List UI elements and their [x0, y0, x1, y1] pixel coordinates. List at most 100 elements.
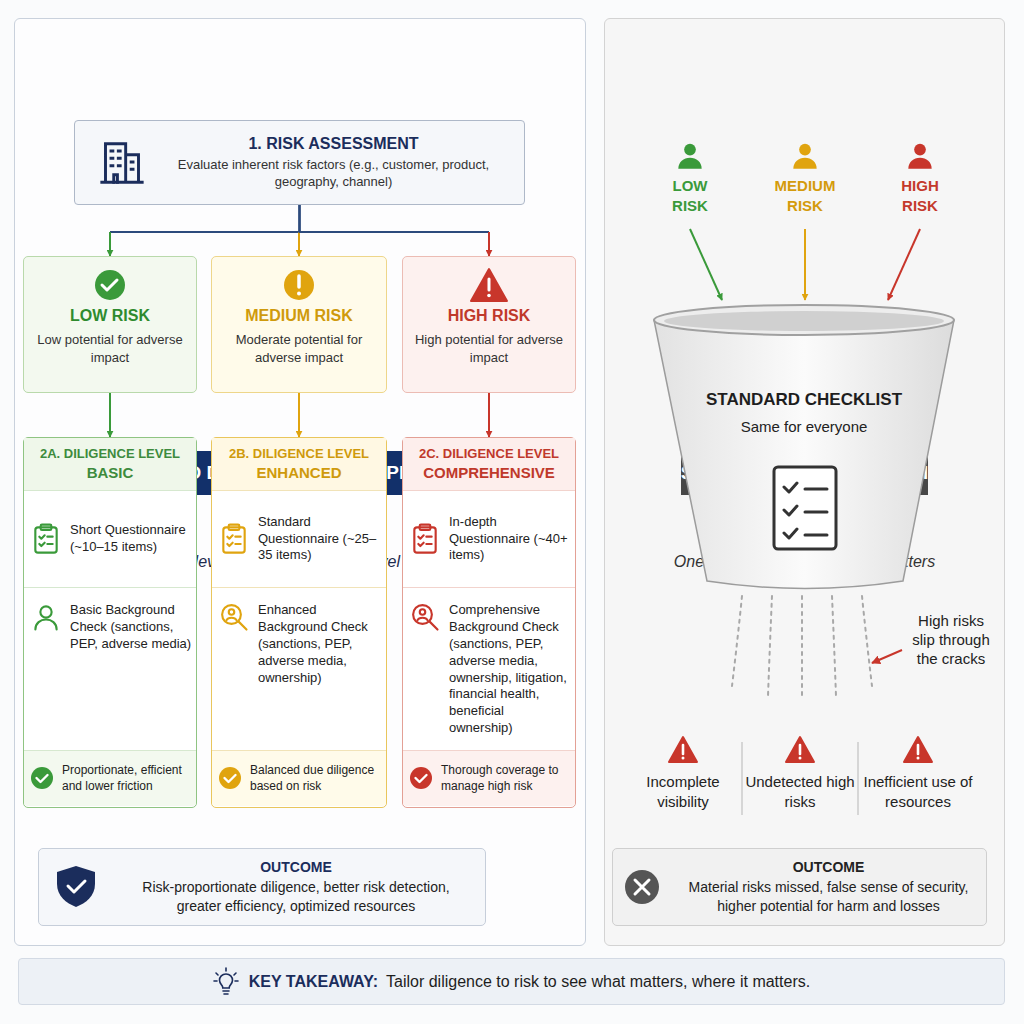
leak-illustration-part — [799, 745, 802, 754]
person-icon-part — [35, 606, 56, 629]
connector-trunk — [110, 205, 300, 232]
diligence-item: In-depth Questionnaire (~40+ items) — [403, 490, 575, 587]
connector-trunk — [300, 205, 490, 232]
connector-arrow — [888, 229, 920, 300]
leak-illustration-part — [682, 757, 685, 760]
node-heading: OUTCOME — [793, 859, 865, 875]
check-badge-part — [102, 280, 117, 290]
node-text: Short Questionnaire (~10–15 items) — [70, 522, 192, 556]
node-text: Low potential for adverse impact — [32, 331, 188, 366]
connector-arrow — [299, 205, 301, 256]
connector-line — [690, 229, 722, 300]
node-heading: HIGH RISK — [448, 307, 531, 325]
check-icon-part — [37, 775, 48, 782]
warning-badge-part — [488, 279, 491, 290]
outcome-box: OUTCOMEMaterial risks missed, false sens… — [612, 848, 987, 926]
diligence-item: Short Questionnaire (~10–15 items) — [24, 490, 196, 587]
leak-illustration-part — [862, 596, 872, 686]
warning-label: Inefficient use of resources — [863, 772, 973, 811]
leak-illustration-part — [682, 745, 685, 754]
node-text: One-size-fits-all misses what matters — [674, 553, 935, 571]
building-icon-part — [102, 144, 142, 183]
node-heading: MEDIUM RISK — [245, 307, 353, 325]
risk-box: HIGH RISK High potential for adverse impa… — [402, 256, 576, 393]
node-text: Basic Background Check (sanctions, PEP, … — [70, 602, 192, 653]
search-icon-part — [413, 605, 437, 629]
person-icon-part — [678, 144, 701, 169]
connector-line — [298, 232, 300, 256]
connector-line — [109, 232, 111, 256]
header-tint-part — [403, 438, 575, 490]
check-icon — [24, 750, 196, 806]
node-heading: 1. RISK ASSESSMENT — [248, 135, 418, 153]
connector-arrow — [690, 229, 722, 300]
warning-badge-part — [471, 269, 507, 301]
diligence-box: 2A. DILIGENCE LEVELBASICShort Questionna… — [23, 437, 197, 808]
check-badge — [23, 256, 197, 393]
connector-line — [298, 393, 300, 437]
benefit-row: Proportionate, efficient and lower frict… — [24, 750, 196, 806]
node-text: Evaluate inherent risk factors (e.g., cu… — [159, 157, 508, 191]
check-icon — [212, 750, 386, 806]
alert-badge — [211, 256, 387, 393]
bulb-icon-part — [219, 974, 232, 988]
leak-illustration-part — [742, 742, 858, 815]
alert-badge-part — [297, 276, 301, 287]
node-heading: KEY TAKEAWAY: — [249, 973, 378, 991]
risk-person: LOW RISK — [655, 140, 725, 225]
check-icon-part — [31, 767, 53, 789]
header-tint-part — [212, 438, 386, 490]
node-text: COMPREHENSIVE — [423, 464, 555, 481]
approach-panel: SINGLE, RIGID APPROACHOne-size-fits-all … — [604, 18, 1005, 946]
person-icon-part — [793, 144, 816, 169]
connector-line — [109, 393, 111, 437]
node-text: Standard Questionnaire (~25–35 items) — [258, 514, 382, 565]
shield-icon-part — [68, 881, 85, 892]
node-text: LOW RISK — [655, 176, 725, 215]
node-heading: 2B. DILIGENCE LEVEL — [229, 446, 369, 461]
node-text: Thorough coverage to manage high risk — [441, 763, 571, 794]
node-heading: STANDARD CHECKLIST — [706, 390, 902, 410]
check-icon-part — [416, 775, 427, 782]
leak-illustration-part — [801, 596, 803, 700]
diligence-box: 2C. DILIGENCE LEVEL COMPREHENSIVE In-depth… — [402, 437, 576, 808]
leak-illustration-part — [732, 596, 742, 686]
node-text: Same for everyone — [741, 418, 868, 435]
warning-badge — [402, 256, 576, 393]
leak-illustration-part — [872, 650, 902, 663]
connector-arrow — [110, 393, 111, 437]
risk-person: MEDIUM RISK — [764, 140, 846, 225]
outcome-box: OUTCOMERisk-proportionate diligence, bet… — [38, 848, 486, 926]
node-text: ENHANCED — [256, 464, 341, 481]
connector-arrow — [299, 393, 300, 437]
leak-illustration-part — [917, 757, 920, 760]
connector-line — [488, 393, 490, 437]
checklist-bucket: STANDARD CHECKLIST Same for everyone — [648, 300, 960, 590]
diligence-item: Standard Questionnaire (~25–35 items) — [212, 490, 386, 587]
node-text: Moderate potential for adverse impact — [220, 331, 378, 366]
leak-illustration-part — [732, 596, 872, 700]
process-box: 1. RISK ASSESSMENT Evaluate inherent risk… — [74, 120, 525, 205]
warning-label: Undetected high risks — [745, 772, 855, 811]
leak-illustration-part — [832, 596, 836, 696]
node-text: High potential for adverse impact — [411, 331, 567, 366]
diligence-item: Enhanced Background Check (sanctions, PE… — [212, 587, 386, 750]
leak-illustration-part — [799, 757, 802, 760]
bulb-icon-part — [214, 968, 238, 994]
benefit-row: Thorough coverage to manage high risk — [403, 750, 575, 806]
person-icon-part — [908, 144, 931, 169]
connector-arrow — [805, 229, 806, 300]
node-text: Risk-proportionate diligence, better ris… — [119, 878, 473, 914]
clipboard-icon-part — [414, 525, 435, 553]
search-icon-part — [222, 605, 246, 629]
leak-illustration-part — [669, 737, 697, 762]
node-heading: 2C. DILIGENCE LEVEL — [419, 446, 559, 461]
node-heading: LOW RISK — [70, 307, 150, 325]
node-text: Tailor diligence to risk to see what mat… — [386, 973, 810, 991]
bucket-illustration-part — [774, 467, 836, 549]
node-text: HIGH RISK — [885, 176, 955, 215]
clipboard-icon — [24, 490, 196, 587]
connector-arrow — [110, 205, 300, 256]
node-text: Balanced due diligence based on risk — [250, 763, 382, 794]
bucket-illustration — [648, 300, 960, 590]
